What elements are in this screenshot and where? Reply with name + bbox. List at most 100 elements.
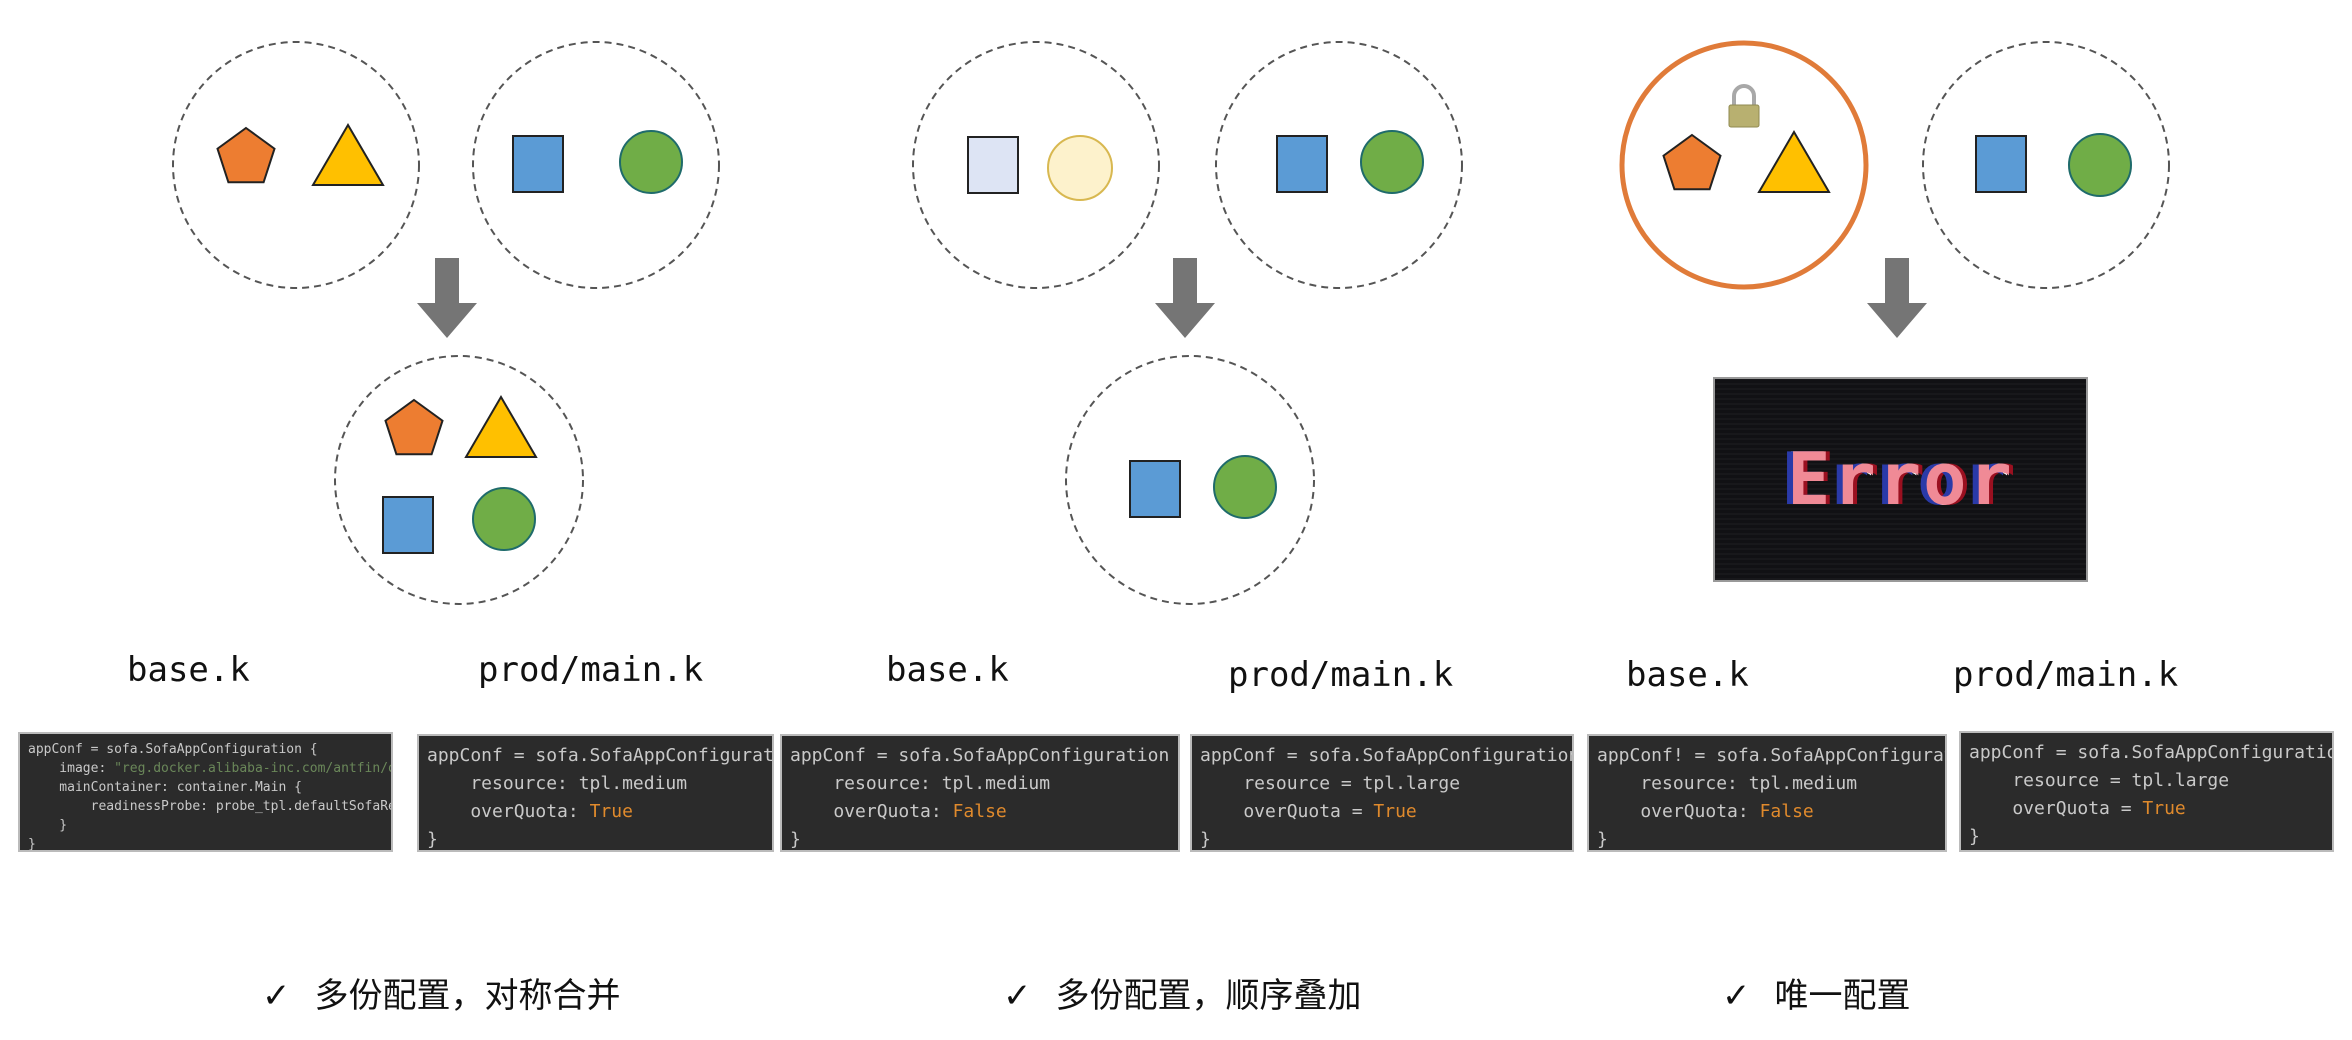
pentagon-shape (216, 127, 276, 184)
panel-symmetric-merge (172, 41, 720, 605)
code-line: } (427, 826, 764, 850)
code-line: appConf = sofa.SofaAppConfiguration { (427, 742, 772, 770)
code-token: resource: tpl.medium (790, 773, 1051, 794)
code-line: mainContainer: container.Main { (28, 778, 383, 797)
code-line: image: "reg.docker.alibaba-inc.com/antfi… (28, 759, 391, 778)
prod-config-circle (1922, 41, 2170, 289)
prod-config-circle (472, 41, 720, 289)
code-token: mainContainer: container.Main { (28, 780, 302, 795)
base-file-label: base.k (1626, 655, 1749, 695)
base-code-block: appConf = sofa.SofaAppConfiguration { im… (18, 732, 393, 852)
triangle-shape (465, 396, 537, 458)
base-file-label: base.k (886, 650, 1009, 690)
triangle-shape (1758, 131, 1830, 193)
prod-code-block: appConf = sofa.SofaAppConfiguration { re… (417, 734, 774, 852)
result-config-circle (1065, 355, 1315, 605)
code-line: appConf! = sofa.SofaAppConfiguration { (1597, 742, 1945, 770)
square-shape (512, 135, 564, 193)
code-token: appConf = sofa.SofaAppConfiguration { (28, 742, 318, 757)
caption-text: 唯一配置 (1774, 976, 1911, 1016)
down-arrow-icon (1155, 258, 1215, 338)
code-token: appConf! = sofa.SofaAppConfiguration { (1597, 745, 1945, 766)
prod-file-label: prod/main.k (1228, 655, 1454, 695)
result-config-circle (334, 355, 584, 605)
code-line: resource: tpl.medium (790, 770, 1170, 798)
code-line: appConf = sofa.SofaAppConfiguration { (1200, 742, 1572, 770)
check-icon: ✓ (262, 976, 291, 1016)
code-line: appConf = sofa.SofaAppConfiguration { (1969, 739, 2332, 767)
base-config-circle (912, 41, 1160, 289)
code-line: overQuota: True (427, 798, 764, 826)
code-token: "reg.docker.alibaba-inc.com/antfin/opsfr… (114, 761, 393, 776)
code-token: appConf = sofa.SofaAppConfiguration { (1969, 742, 2334, 763)
code-line: } (790, 826, 1170, 850)
code-token: } (1200, 829, 1211, 850)
code-token: } (790, 829, 801, 850)
code-token: appConf = sofa.SofaAppConfiguration { (427, 745, 774, 766)
prod-file-label: prod/main.k (478, 650, 704, 690)
circle-shape (1213, 455, 1277, 519)
circle-shape (619, 130, 683, 194)
panel-unique-config (1619, 40, 2170, 338)
base-code-block: appConf! = sofa.SofaAppConfiguration { r… (1587, 734, 1947, 852)
code-token: overQuota: (427, 801, 590, 822)
error-screen: Error (1713, 377, 2088, 582)
code-token: appConf = sofa.SofaAppConfiguration { (1200, 745, 1574, 766)
error-text: Error (1787, 437, 2014, 521)
code-token: resource = tpl.large (1969, 770, 2230, 791)
code-keyword: True (589, 801, 633, 822)
prod-file-label: prod/main.k (1953, 655, 2179, 695)
circle-shape (2068, 133, 2132, 197)
prod-config-circle (1215, 41, 1463, 289)
pentagon-shape (384, 399, 444, 456)
circle-shape (1360, 130, 1424, 194)
square-shape (382, 496, 434, 554)
code-token: appConf = sofa.SofaAppConfiguration { (790, 745, 1180, 766)
code-line: overQuota: False (790, 798, 1170, 826)
caption-unique-config: ✓ 唯一配置 (1722, 968, 1911, 1017)
square-shape (1975, 135, 2027, 193)
code-line: } (28, 835, 383, 852)
down-arrow-icon (417, 258, 477, 338)
base-code-block: appConf = sofa.SofaAppConfiguration { re… (780, 734, 1180, 852)
caption-symmetric-merge: ✓ 多份配置，对称合并 (262, 968, 621, 1017)
code-line: resource: tpl.medium (1597, 770, 1937, 798)
faded-circle-shape (1047, 135, 1113, 201)
code-line: } (28, 816, 383, 835)
code-token: } (28, 837, 36, 852)
panel-sequential-override (912, 41, 1463, 605)
code-token: } (28, 818, 68, 833)
caption-text: 多份配置，对称合并 (314, 976, 621, 1016)
code-token: resource = tpl.large (1200, 773, 1461, 794)
code-token: overQuota: (790, 801, 953, 822)
code-line: resource: tpl.medium (427, 770, 764, 798)
faded-square-shape (967, 136, 1019, 194)
check-icon: ✓ (1722, 976, 1751, 1016)
prod-code-block: appConf = sofa.SofaAppConfiguration { re… (1190, 734, 1574, 852)
code-token: image: (28, 761, 115, 776)
code-line: resource = tpl.large (1200, 770, 1564, 798)
square-shape (1276, 135, 1328, 193)
code-token: } (1597, 829, 1608, 850)
code-keyword: True (1373, 801, 1417, 822)
base-config-circle (172, 41, 420, 289)
pentagon-shape (1662, 134, 1722, 191)
caption-sequential-override: ✓多份配置，顺序叠加 (1003, 968, 1362, 1017)
code-line: overQuota = True (1969, 795, 2324, 823)
prod-code-block: appConf = sofa.SofaAppConfiguration { re… (1959, 731, 2334, 852)
code-keyword: False (1759, 801, 1814, 822)
code-line: appConf = sofa.SofaAppConfiguration { (790, 742, 1170, 770)
code-token: } (1969, 826, 1980, 847)
code-token: overQuota = (1200, 801, 1374, 822)
base-file-label: base.k (127, 650, 250, 690)
code-line: } (1969, 823, 2324, 850)
code-token: overQuota: (1597, 801, 1760, 822)
circle-shape (472, 487, 536, 551)
code-keyword: False (952, 801, 1007, 822)
code-line: readinessProbe: probe_tpl.defaultSofaRea… (28, 797, 391, 816)
check-icon: ✓ (1003, 976, 1032, 1016)
triangle-shape (312, 124, 384, 186)
locked-base-config-circle (1619, 40, 1869, 290)
code-line: overQuota: False (1597, 798, 1937, 826)
